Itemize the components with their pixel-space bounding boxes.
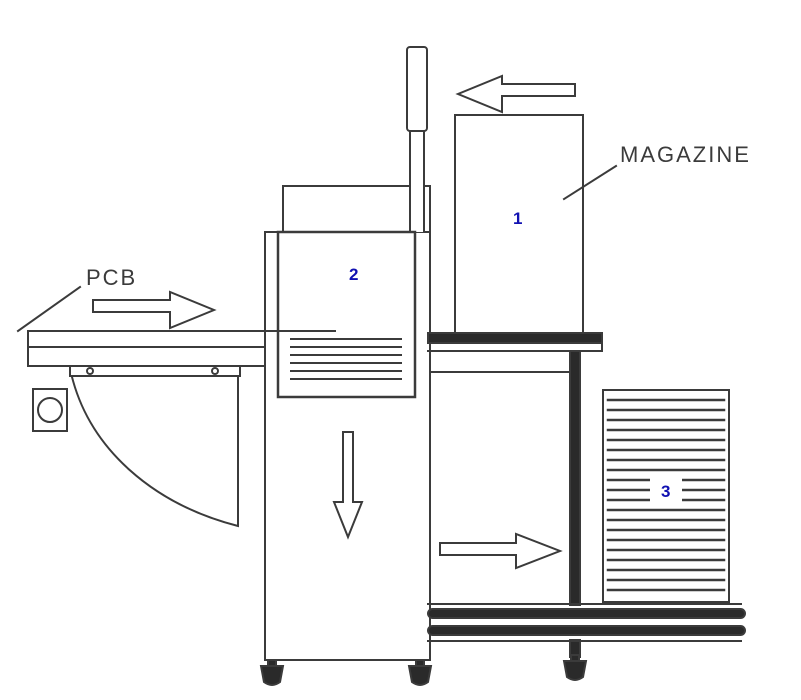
callout-3: 3 <box>661 482 670 501</box>
magazine-3-box <box>602 389 730 603</box>
bolt-icon <box>86 367 94 375</box>
output-conveyor <box>427 603 746 642</box>
roller-icon <box>37 397 63 423</box>
callout-2: 2 <box>349 265 358 284</box>
lift-rod <box>406 46 428 233</box>
callout-3-halo <box>650 474 682 502</box>
support-bracket <box>70 375 239 528</box>
magazine-leader-line <box>562 164 618 201</box>
foot <box>407 659 433 686</box>
output-right-arrow-icon <box>439 532 563 570</box>
front-panel <box>276 230 417 399</box>
magazine-3-slots <box>606 398 726 592</box>
machine-feet <box>259 654 588 686</box>
callout-1: 1 <box>513 209 522 228</box>
magazine-table <box>427 332 603 352</box>
pcb-feed-right-arrow-icon <box>92 290 217 330</box>
bolt-icon <box>211 367 219 375</box>
diagram-annotations: PCB MAGAZINE 1 2 3 <box>86 142 751 501</box>
pcb-conveyor <box>27 330 336 528</box>
vent-grille <box>290 338 402 380</box>
magazine-1-box <box>454 114 584 334</box>
foot <box>562 654 588 681</box>
pcb-leader-line <box>16 285 82 333</box>
diagram-linework <box>16 46 746 686</box>
pcb-label: PCB <box>86 265 137 290</box>
magazine-label: MAGAZINE <box>620 142 751 167</box>
lower-down-arrow-icon <box>332 431 364 540</box>
foot <box>259 659 285 686</box>
magazine-feed-left-arrow-icon <box>455 74 576 114</box>
